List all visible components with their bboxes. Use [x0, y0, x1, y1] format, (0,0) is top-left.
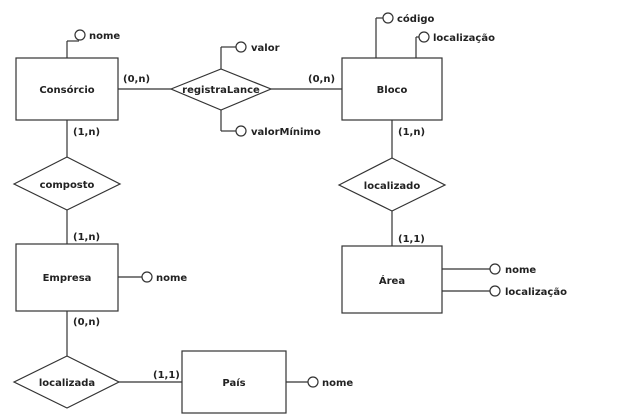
- cardinality-empresa-composto: (1,n): [73, 232, 100, 243]
- relationship-composto: composto: [12, 156, 122, 211]
- attribute-label: localização: [505, 287, 567, 298]
- entity-area: Área: [341, 245, 443, 314]
- attribute-circle-icon: [382, 12, 394, 24]
- attribute-pais-nome: nome: [307, 376, 353, 389]
- entity-label: Empresa: [43, 273, 92, 284]
- relationship-localizado: localizado: [337, 157, 447, 212]
- entity-consorcio: Consórcio: [15, 57, 119, 121]
- attribute-label: nome: [505, 265, 536, 276]
- attribute-empresa-nome: nome: [141, 271, 187, 284]
- attribute-registra-valor-minimo: valorMínimo: [235, 125, 321, 138]
- entity-pais: País: [181, 350, 287, 414]
- cardinality-area-localizado: (1,1): [398, 234, 425, 245]
- attribute-circle-icon: [489, 285, 501, 297]
- attribute-registra-valor: valor: [235, 41, 280, 54]
- attribute-label: nome: [89, 31, 120, 42]
- relationship-localizada: localizada: [12, 355, 121, 409]
- entity-label: Consórcio: [39, 84, 94, 96]
- attribute-circle-icon: [235, 125, 247, 137]
- attribute-circle-icon: [141, 271, 153, 283]
- cardinality-labels: (0,n) (0,n) (1,n) (1,n) (1,n) (1,1) (0,n…: [73, 74, 425, 381]
- entity-bloco: Bloco: [341, 57, 443, 121]
- relationship-registra-lance: registraLance: [169, 68, 273, 111]
- attribute-circle-icon: [235, 41, 247, 53]
- cardinality-bloco-registra: (0,n): [308, 74, 335, 85]
- attribute-label: valor: [251, 43, 280, 54]
- attribute-area-localizacao: localização: [489, 285, 567, 298]
- relationship-label: composto: [40, 180, 95, 191]
- entity-label: País: [222, 377, 245, 389]
- entity-empresa: Empresa: [15, 243, 119, 312]
- cardinality-consorcio-composto: (1,n): [73, 127, 100, 138]
- attribute-bloco-localizacao: localização: [418, 31, 495, 44]
- attribute-label: nome: [322, 378, 353, 389]
- entity-label: Área: [379, 274, 405, 287]
- attribute-area-nome: nome: [489, 263, 536, 276]
- attribute-bloco-codigo: código: [382, 12, 435, 25]
- relationship-label: localizada: [39, 378, 95, 389]
- attribute-circle-icon: [74, 29, 86, 41]
- cardinality-pais-localizada: (1,1): [153, 370, 180, 381]
- attribute-label: valorMínimo: [251, 126, 321, 138]
- attribute-circle-icon: [489, 263, 501, 275]
- attribute-circle-icon: [418, 31, 430, 43]
- connector-lines: [66, 17, 490, 383]
- cardinality-consorcio-registra: (0,n): [123, 74, 150, 85]
- attribute-circle-icon: [307, 376, 319, 388]
- cardinality-bloco-localizado: (1,n): [398, 127, 425, 138]
- attribute-label: nome: [156, 273, 187, 284]
- attribute-consorcio-nome: nome: [74, 29, 120, 42]
- entity-label: Bloco: [377, 85, 408, 96]
- cardinality-empresa-localizada: (0,n): [73, 317, 100, 328]
- attribute-label: código: [397, 13, 435, 25]
- attribute-label: localização: [433, 33, 495, 44]
- relationship-label: localizado: [364, 181, 421, 192]
- relationship-label: registraLance: [182, 85, 260, 96]
